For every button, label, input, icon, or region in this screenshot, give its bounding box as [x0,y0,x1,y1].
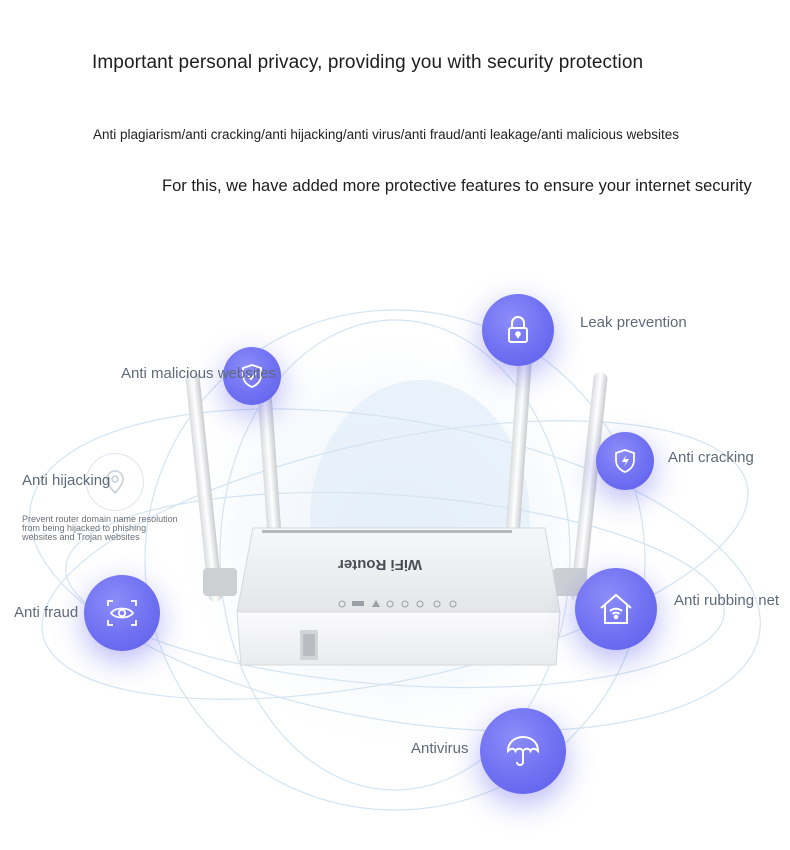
feature-label-anti-rubbing-net: Anti rubbing net [674,592,780,609]
router-brand-label: WiFi Router [338,556,423,573]
router-body [236,527,561,666]
antivirus-bubble [480,708,566,794]
orbit-rings [29,309,761,811]
lock-icon [508,316,528,343]
anti-cracking-bubble [596,432,654,490]
feature-label-anti-cracking: Anti cracking [668,449,754,466]
feature-label-anti-hijacking: Anti hijacking [22,472,111,489]
feature-label-antivirus: Antivirus [411,740,469,757]
leak-prevention-bubble [482,294,554,366]
router-illustration [29,309,761,811]
umbrella-icon [506,735,540,766]
anti-fraud-bubble [84,575,160,651]
anti-malicious-bubble [223,347,281,405]
shield-bolt-icon [615,449,635,473]
page-title: Important personal privacy, providing yo… [92,52,644,73]
anti-hijacking-ring [86,453,144,511]
router-antennas [185,355,608,602]
feature-label-anti-malicious: Anti malicious websites [121,365,277,382]
feature-label-leak-prevention: Leak prevention [580,314,687,331]
anti-rubbing-net-bubble [575,568,657,650]
page-tagline: For this, we have added more protective … [162,177,752,195]
anti-hijacking-description: Prevent router domain name resolution fr… [22,514,178,542]
eye-scan-icon [107,600,137,626]
feature-label-anti-fraud: Anti fraud [14,604,79,621]
shield-check-icon [242,364,262,388]
page-subtitle: Anti plagiarism/anti cracking/anti hijac… [93,127,680,142]
location-pin-icon [106,470,124,495]
home-wifi-icon [600,593,632,624]
